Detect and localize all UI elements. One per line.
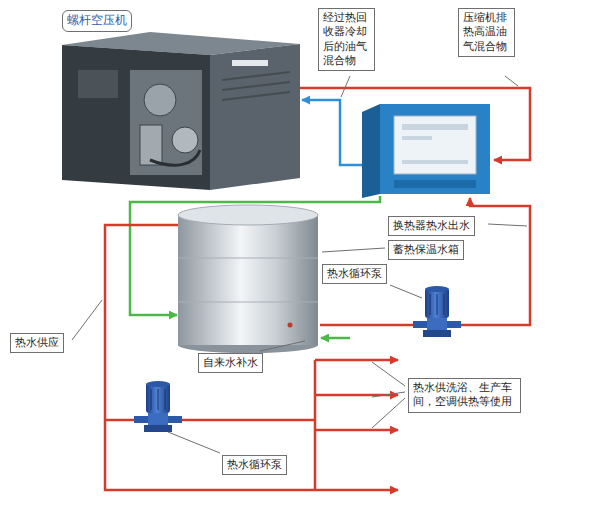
circulation-pump	[413, 286, 461, 337]
pump-outlet-pipe	[182, 419, 315, 422]
leader-line	[322, 248, 385, 252]
compressor-grille	[222, 92, 290, 100]
callout-box: 热水循环泵	[322, 264, 387, 284]
tank-body	[178, 215, 318, 345]
callout-text: 换热器热水出水	[393, 219, 470, 233]
callout-box: 换热器热水出水	[388, 216, 475, 236]
leader-line	[260, 341, 305, 351]
cooled-oil-pipe	[302, 100, 362, 165]
tank-seam	[178, 302, 318, 303]
make-up-water-pipe	[321, 337, 350, 340]
leader-line	[488, 224, 527, 226]
leader-line	[505, 76, 518, 86]
distribution-header	[314, 360, 317, 490]
callout-text: 压缩机排热高温油气混合物	[463, 11, 509, 54]
leader-line	[168, 432, 220, 453]
callout-text: 经过热回收器冷却后的油气混合物	[323, 11, 369, 68]
tank-valve	[288, 323, 293, 328]
circulation-pump	[134, 381, 182, 432]
callout-box: 热水循环泵	[222, 455, 287, 475]
compressor-grille	[222, 72, 290, 80]
callout-text: 热水循环泵	[327, 267, 382, 281]
callout-text: 热水循环泵	[227, 458, 282, 472]
leader-line	[72, 300, 102, 340]
tank-top	[178, 205, 318, 225]
unit-plinth	[394, 180, 476, 188]
screw-compressor	[62, 32, 300, 190]
callout-text: 自来水补水	[203, 356, 258, 370]
callout-box: 热水供应	[10, 333, 64, 353]
callout-text: 螺杆空压机	[67, 13, 127, 29]
callout-box: 自来水补水	[198, 353, 263, 373]
unit-side	[362, 104, 380, 198]
unit-detail	[402, 136, 432, 140]
unit-front	[380, 104, 490, 194]
compressor-part	[172, 127, 198, 153]
pump-inlet-pipe	[105, 419, 134, 422]
callout-box: 蓄热保温水箱	[388, 240, 464, 260]
hot-supply-pipe	[105, 225, 315, 490]
leader-line	[390, 285, 422, 298]
compressor-front	[62, 45, 210, 190]
distribution-branch	[315, 429, 398, 432]
compressor-part	[144, 84, 176, 116]
leader-lines	[72, 76, 527, 453]
leader-line	[372, 398, 405, 428]
pipes	[105, 88, 530, 490]
compressor-opening	[130, 70, 202, 175]
tank-seam	[178, 258, 318, 259]
return-water-pipe	[130, 196, 380, 315]
tank-body-front	[178, 215, 318, 345]
unit-panel	[394, 116, 476, 174]
callout-box: 压缩机排热高温油气混合物	[458, 8, 515, 57]
compressor-panel	[78, 70, 118, 98]
heat-recovery-unit	[362, 104, 490, 198]
unit-detail	[402, 160, 468, 164]
compressor-side	[210, 44, 300, 190]
compressor-badge	[232, 60, 268, 66]
callout-box: 热水供洗浴、生产车间，空调供热等使用	[408, 378, 521, 413]
callout-text: 热水供应	[15, 336, 59, 350]
leader-line	[341, 76, 350, 97]
unit-display	[402, 124, 468, 130]
callout-text: 热水供洗浴、生产车间，空调供热等使用	[413, 381, 515, 410]
storage-tank	[178, 205, 318, 353]
distribution-branch	[315, 359, 398, 362]
machine-label: 螺杆空压机	[62, 10, 132, 32]
callout-box: 经过热回收器冷却后的油气混合物	[318, 8, 375, 71]
distribution-branch	[315, 489, 398, 492]
compressor-grille	[222, 82, 290, 90]
leader-line	[372, 362, 405, 386]
compressor-hose	[150, 150, 200, 165]
tank-to-pump-pipe	[320, 324, 413, 327]
leader-line	[372, 392, 405, 397]
callout-text: 蓄热保温水箱	[393, 243, 459, 257]
